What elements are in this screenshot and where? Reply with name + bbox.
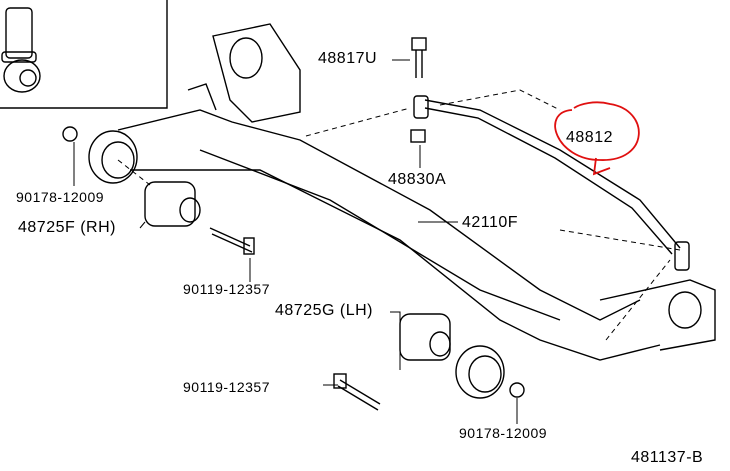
bushing-lh (399, 313, 451, 361)
dashed-guides (117, 89, 681, 341)
collar-48830A (410, 129, 426, 143)
part-label-48817U: 48817U (318, 50, 378, 67)
part-label-48830A: 48830A (388, 171, 447, 188)
part-label-90178-top: 90178-12009 (16, 189, 105, 205)
inset-frame (0, 0, 168, 109)
part-label-48725F: 48725F (RH) (18, 219, 116, 236)
bolt-top (209, 227, 255, 255)
diagram-id: 481137-B (631, 449, 704, 466)
bolt-48817U (411, 37, 427, 78)
red-circle-annotation (554, 101, 640, 176)
bushing-rh (144, 181, 201, 227)
part-label-48725G: 48725G (LH) (275, 302, 373, 319)
beam (88, 109, 716, 399)
part-label-48812: 48812 (566, 129, 613, 146)
part-label-42110F: 42110F (462, 214, 519, 231)
inset-bushing-drawing (1, 7, 41, 93)
part-label-90119-bottom: 90119-12357 (183, 379, 270, 395)
stabilizer-bar (413, 95, 690, 271)
part-label-90119-top: 90119-12357 (183, 281, 270, 297)
nut-top (62, 126, 78, 142)
bolt-bottom (333, 373, 381, 411)
part-label-90178-bottom: 90178-12009 (459, 425, 548, 441)
left-bracket (187, 23, 301, 123)
leader-lines (73, 59, 518, 424)
nut-bottom (509, 382, 525, 398)
